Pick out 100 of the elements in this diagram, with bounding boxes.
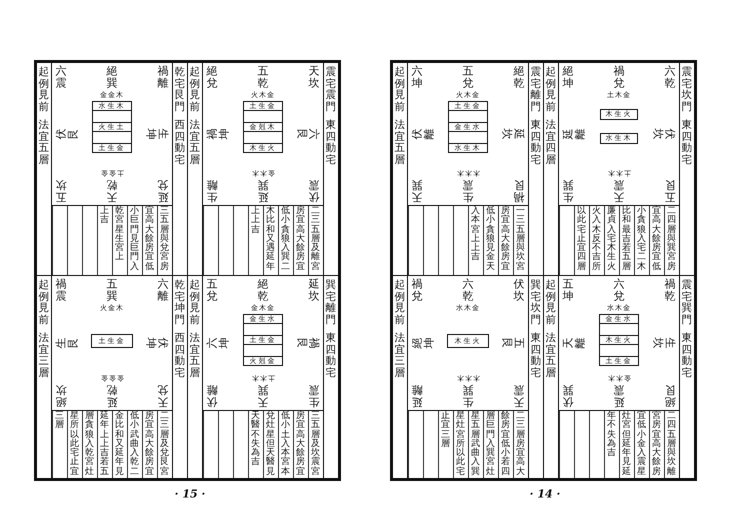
header-text: 震宅離門 (530, 67, 542, 113)
description-text: 二四五層與坎離宮房宜高大餘房宜低小金入震星灶宮但延年見延年不失為吉 (606, 412, 677, 478)
header-text: 東四動宅 (530, 120, 542, 166)
direction-label: 禍艮 (513, 180, 525, 202)
side-column (36, 62, 52, 276)
direction-label: 生離 (206, 180, 218, 202)
description-text: 二三層及兌艮宮房宜高大餘房宜低小武曲入乾二金比和又延年見延年上上吉若五層貪狼入乾宮灶星所以此宅止宜三層 (54, 412, 170, 478)
direction-label: 天離 (562, 337, 586, 349)
header-column (323, 275, 339, 479)
note-text: 法宜四層 (545, 120, 557, 166)
direction-label: 六離 (157, 278, 169, 302)
direction-label: 延兌 (157, 180, 169, 202)
direction-label: 天兌 (157, 384, 169, 408)
direction-label: 伏坤 (146, 337, 168, 349)
direction-label: 延坎 (502, 128, 524, 140)
header-column (679, 275, 695, 479)
header-text: 東四動宅 (681, 333, 693, 379)
header-text: 巽宅離門 (325, 280, 337, 326)
note-text: 起例見前 (545, 67, 557, 113)
direction-label: 絕乾 (257, 278, 269, 302)
direction-label: 伏坎 (652, 128, 676, 140)
note-text: 法宜五層 (189, 333, 201, 379)
header-column (679, 62, 695, 276)
direction-label: 延離 (411, 384, 423, 408)
direction-label: 絕坎 (55, 384, 67, 408)
direction-label: 伏巽 (562, 384, 574, 408)
header-text: 震宅震門 (325, 67, 337, 113)
direction-label: 五坎 (55, 180, 67, 202)
direction-label: 延坎 (308, 278, 320, 302)
header-column (323, 62, 339, 276)
note-text: 起例見前 (189, 67, 201, 113)
direction-chart (407, 62, 529, 206)
direction-label: 天震 (613, 180, 625, 202)
note-text: 法宜五層 (545, 333, 557, 379)
direction-label: 生巽 (562, 180, 574, 202)
ruled-text-panel (558, 410, 680, 479)
direction-label: 生震 (462, 180, 474, 202)
header-text: 東四動宅 (681, 120, 693, 166)
direction-label: 絕艮 (664, 384, 676, 408)
note-text: 法宜三層 (38, 333, 50, 379)
direction-label: 生震 (308, 384, 320, 408)
direction-label: 絕坤 (412, 337, 434, 349)
note-text: 起例見前 (394, 280, 406, 326)
description-text: 二四層與巽宮房宜高大餘房宜低小貪狼入宅二木比和最吉若五層廉貞入宅木生火火入木反不吉所以此宅止宜四層 (576, 207, 677, 273)
note-text: 法宜五層 (38, 120, 50, 166)
direction-label: 六艮 (296, 128, 320, 140)
direction-label: 伏離 (206, 384, 218, 408)
side-column (392, 62, 408, 276)
direction-label: 生巽 (462, 384, 474, 408)
direction-label: 生坎 (652, 337, 676, 349)
direction-label: 五艮 (664, 180, 676, 202)
direction-label: 伏坎 (513, 278, 525, 302)
header-text: 震宅坎門 (681, 67, 693, 113)
direction-label: 六坤 (411, 66, 423, 88)
direction-label: 五艮 (502, 337, 524, 349)
page-number: · 15 · (174, 488, 206, 500)
direction-label: 禍離 (157, 66, 169, 88)
ruled-text-panel (202, 410, 324, 479)
note-text: 法宜五層 (189, 120, 201, 166)
note-text: 起例見前 (394, 67, 406, 113)
direction-label: 禍兌 (613, 66, 625, 88)
direction-label: 絕巽 (106, 66, 118, 88)
direction-label: 五坤 (562, 278, 574, 302)
direction-label: 禍坤 (206, 128, 230, 140)
direction-label: 六乾 (664, 66, 676, 88)
direction-label: 禍震 (55, 278, 67, 302)
direction-label: 生坤 (146, 128, 168, 140)
direction-label: 六兌 (613, 278, 625, 302)
header-text: 西四動宅 (174, 333, 186, 379)
note-text: 法宜三層 (394, 333, 406, 379)
note-text: 起例見前 (38, 280, 50, 326)
header-text: 乾宅艮門 (174, 67, 186, 113)
direction-label: 禍艮 (296, 337, 320, 349)
header-text: 巽宅坎門 (530, 280, 542, 326)
description-text: 一三五層與坎宮房宜高大餘房宜低小貪狼見金天入本宮上上吉 (470, 207, 526, 273)
header-text: 東四動宅 (530, 333, 542, 379)
direction-label: 禍乾 (664, 278, 676, 302)
note-text: 法宜五層 (394, 120, 406, 166)
direction-label: 絕乾 (513, 66, 525, 88)
description-text: 三五層及坎震宮房宜高大餘房宜低小土入本宮本兌灶星但天醫見天醫不失為吉 (250, 412, 321, 478)
direction-label: 延巽 (257, 180, 269, 202)
direction-label: 五兌 (462, 66, 474, 88)
direction-label: 伏離 (412, 128, 434, 140)
note-text: 起例見前 (189, 280, 201, 326)
note-text: 起例見前 (38, 67, 50, 113)
direction-label: 延離 (562, 128, 586, 140)
direction-label: 五兌 (206, 278, 218, 302)
direction-label: 禍兌 (411, 278, 423, 302)
direction-label: 生艮 (56, 337, 78, 349)
direction-label: 天巽 (411, 180, 423, 202)
direction-label: 六震 (55, 66, 67, 88)
header-text: 東四動宅 (325, 333, 337, 379)
description-text: 三五層與兌宮房宜高大餘房宜低小巨門見巨門入乾宮星生宮上上吉 (99, 207, 170, 273)
header-text: 東四動宅 (325, 120, 337, 166)
direction-label: 絕兌 (206, 66, 218, 88)
direction-label: 五乾 (257, 66, 269, 88)
side-column (36, 275, 52, 479)
description-text: 二三層房宜高大餘房宜低小若四層巨門入巽宮灶星五層武曲入巽星灶宮所以此宅止宜三層 (440, 412, 526, 478)
direction-label: 絕坤 (562, 66, 574, 88)
header-text: 震宅巽門 (681, 280, 693, 326)
